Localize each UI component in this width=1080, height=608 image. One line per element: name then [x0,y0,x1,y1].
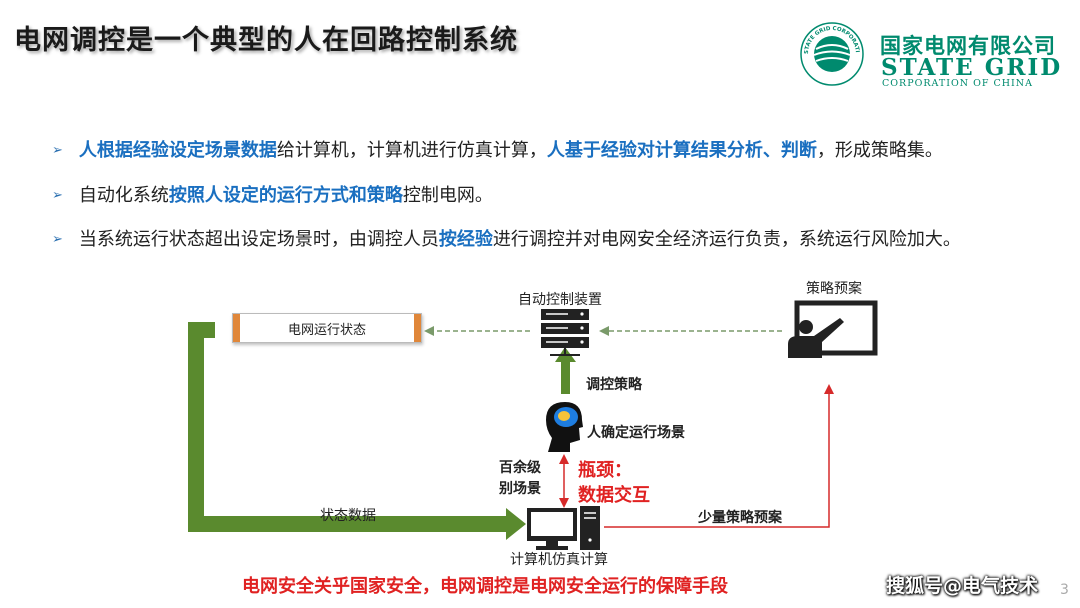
bullet-3-segment: 按经验 [438,229,493,250]
status-box-right-bar [414,314,421,342]
few-plans-label: 少量策略预案 [698,510,782,526]
server-icon [541,309,589,356]
logo-en-subtitle: CORPORATION OF CHINA [882,78,1033,89]
state-data-arrow [188,322,526,540]
watermark: 搜狐号@电气技术 [886,575,1039,597]
slide-title: 电网调控是一个典型的人在回路控制系统 [14,25,518,56]
state-data-label: 状态数据 [320,508,376,524]
bullet-arrow-icon: ➢ [52,143,63,158]
bullet-3-text: 当系统运行状态超出设定场景时，由调控人员按经验进行调控并对电网安全经济运行负责，… [79,229,961,250]
page-number: 3 [1060,582,1069,598]
presentation-board-icon [788,300,878,358]
bullet-1-segment: 人根据经验设定场景数据 [78,140,277,161]
grid-status-box: 电网运行状态 [232,313,422,343]
bottleneck-label: 瓶颈：数据交互 [578,460,650,506]
bullet-arrow-icon: ➢ [52,232,63,247]
bullet-2-text: 自动化系统按照人设定的运行方式和策略控制电网。 [79,185,493,206]
auto-device-label: 自动控制装置 [518,292,602,308]
bullet-1-segment: ，形成策略集。 [816,140,943,161]
human-head-icon [546,402,583,452]
state-grid-emblem: STATE GRID CORPORATION OF CHINA [800,22,864,86]
bullet-2-segment: 自动化系统 [78,185,169,206]
strategy-plan-label: 策略预案 [806,281,862,297]
footer-statement: 电网安全关乎国家安全，电网调控是电网安全运行的保障手段 [242,576,728,597]
scenes-count-label: 百余级别场景 [499,460,541,497]
bullet-2-segment: 按照人设定的运行方式和策略 [168,185,403,206]
bullet-1-segment: 给计算机，计算机进行仿真计算， [276,140,547,161]
bullet-3-segment: 当系统运行状态超出设定场景时，由调控人员 [78,229,439,250]
control-strategy-label: 调控策略 [586,377,642,393]
logo-en-name: STATE GRID [881,54,1063,81]
logo-cn-name: 国家电网有限公司 [880,34,1056,58]
bullet-arrow-icon: ➢ [52,188,63,203]
bullet-2-segment: 控制电网。 [402,185,493,206]
bullet-1-text: 人根据经验设定场景数据给计算机，计算机进行仿真计算，人基于经验对计算结果分析、判… [79,140,943,161]
computer-icon [527,506,600,550]
bullet-2: ➢ 自动化系统按照人设定的运行方式和策略控制电网。 [52,181,493,207]
few-plans-arrow [604,384,834,528]
grid-status-label: 电网运行状态 [287,323,366,338]
status-box-left-bar [233,314,240,342]
bullet-3: ➢ 当系统运行状态超出设定场景时，由调控人员按经验进行调控并对电网安全经济运行负责… [52,225,961,251]
bidirectional-red-arrow [559,454,569,508]
bullet-1-segment: 人基于经验对计算结果分析、判断 [546,140,817,161]
bullet-3-segment: 进行调控并对电网安全经济运行负责，系统运行风险加大。 [492,229,961,250]
computer-label: 计算机仿真计算 [510,552,608,568]
human-scene-label: 人确定运行场景 [587,425,685,441]
bullet-1: ➢ 人根据经验设定场景数据给计算机，计算机进行仿真计算，人基于经验对计算结果分析、… [52,136,943,162]
